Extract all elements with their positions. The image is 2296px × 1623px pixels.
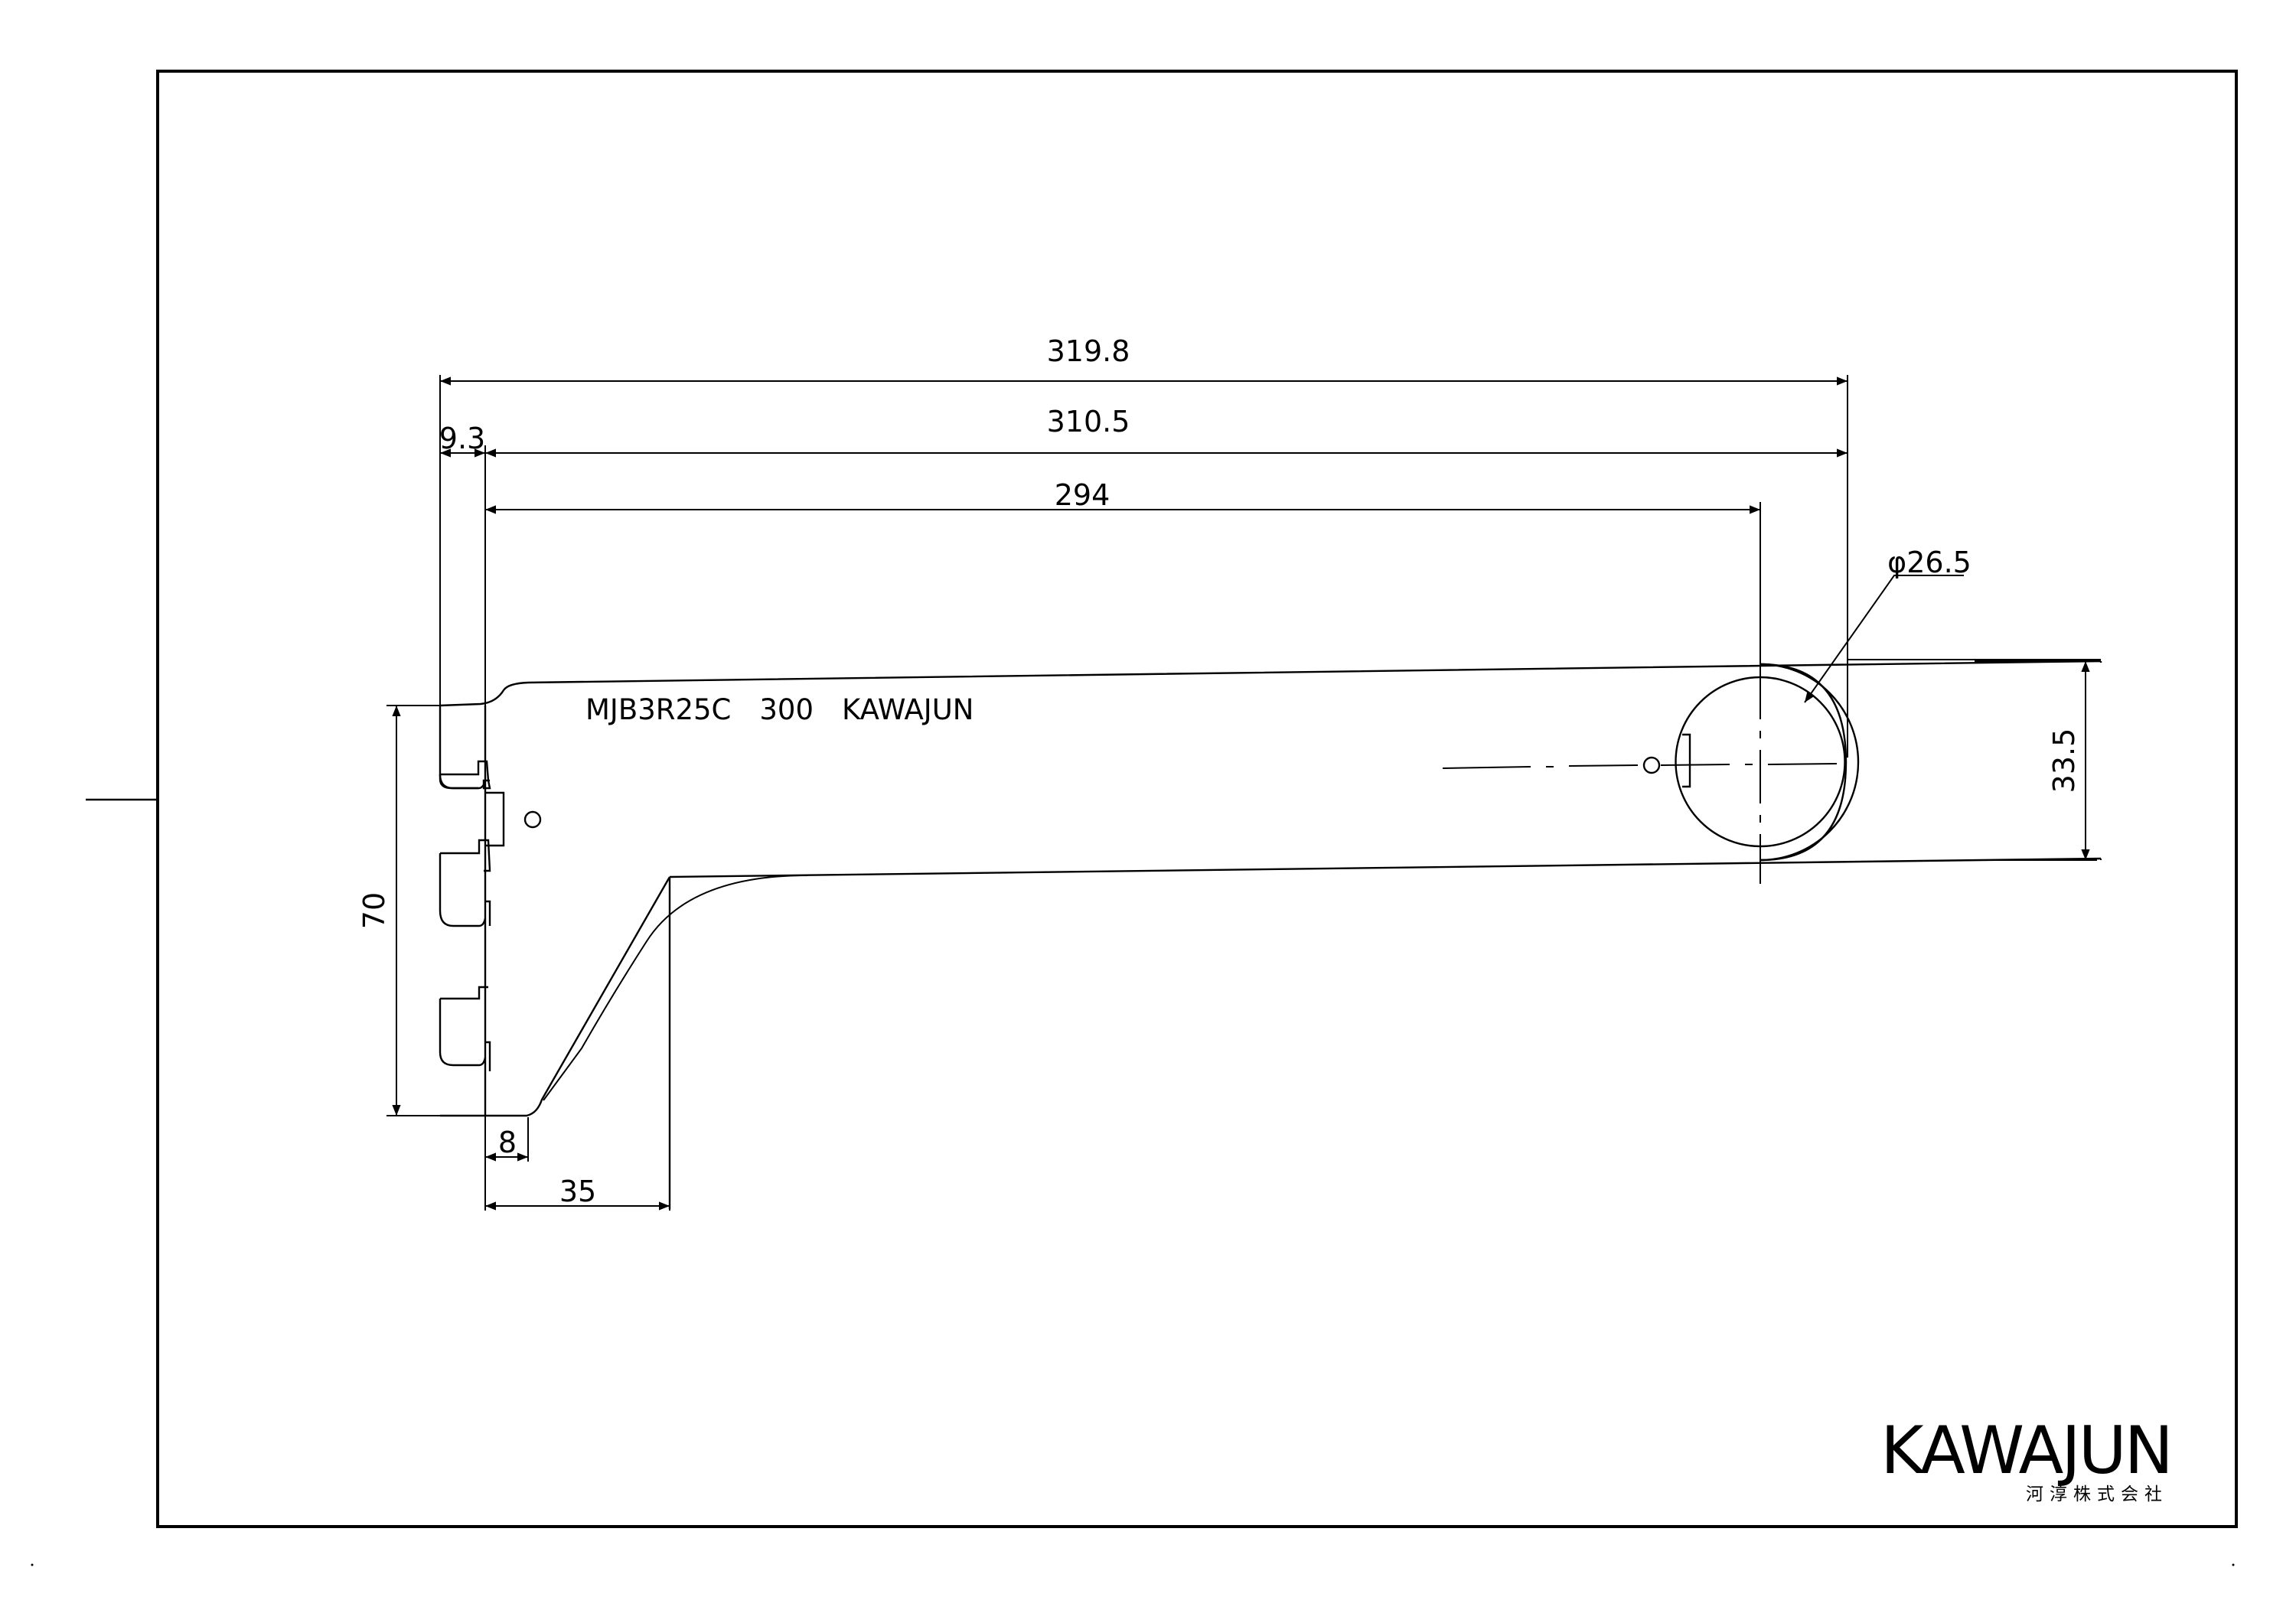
dim-label-gusset-width: 35 (559, 1175, 596, 1208)
dim-label-overall-length: 319.8 (1047, 334, 1130, 368)
dim-label-rod-diameter: φ26.5 (1887, 546, 1971, 579)
dim-label-length-to-rod-tip: 310.5 (1047, 405, 1130, 438)
corner-mark-left (31, 1563, 34, 1566)
dim-label-foot-width: 8 (498, 1126, 517, 1159)
kawajun-logo: KAWAJUN 河淳株式会社 (1880, 1413, 2174, 1504)
dim-label-slot-offset: 9.3 (439, 422, 485, 455)
part-marking: MJB3R25C 300 KAWAJUN (585, 693, 974, 726)
corner-mark-right (2232, 1563, 2235, 1566)
dimension-lines (392, 376, 2090, 1211)
dim-label-bracket-height: 70 (357, 892, 391, 929)
logo-company-name: 河淳株式会社 (2026, 1484, 2168, 1504)
dim-leader-rod-diameter (1804, 575, 1964, 703)
bracket-outline (439, 660, 2102, 1209)
dim-label-tip-height: 33.5 (2047, 728, 2081, 794)
rod-holder (1442, 662, 1860, 884)
drawing-frame (156, 70, 2238, 1528)
logo-wordmark: KAWAJUN (1880, 1413, 2171, 1489)
dim-label-length-to-rod-center: 294 (1055, 478, 1110, 512)
